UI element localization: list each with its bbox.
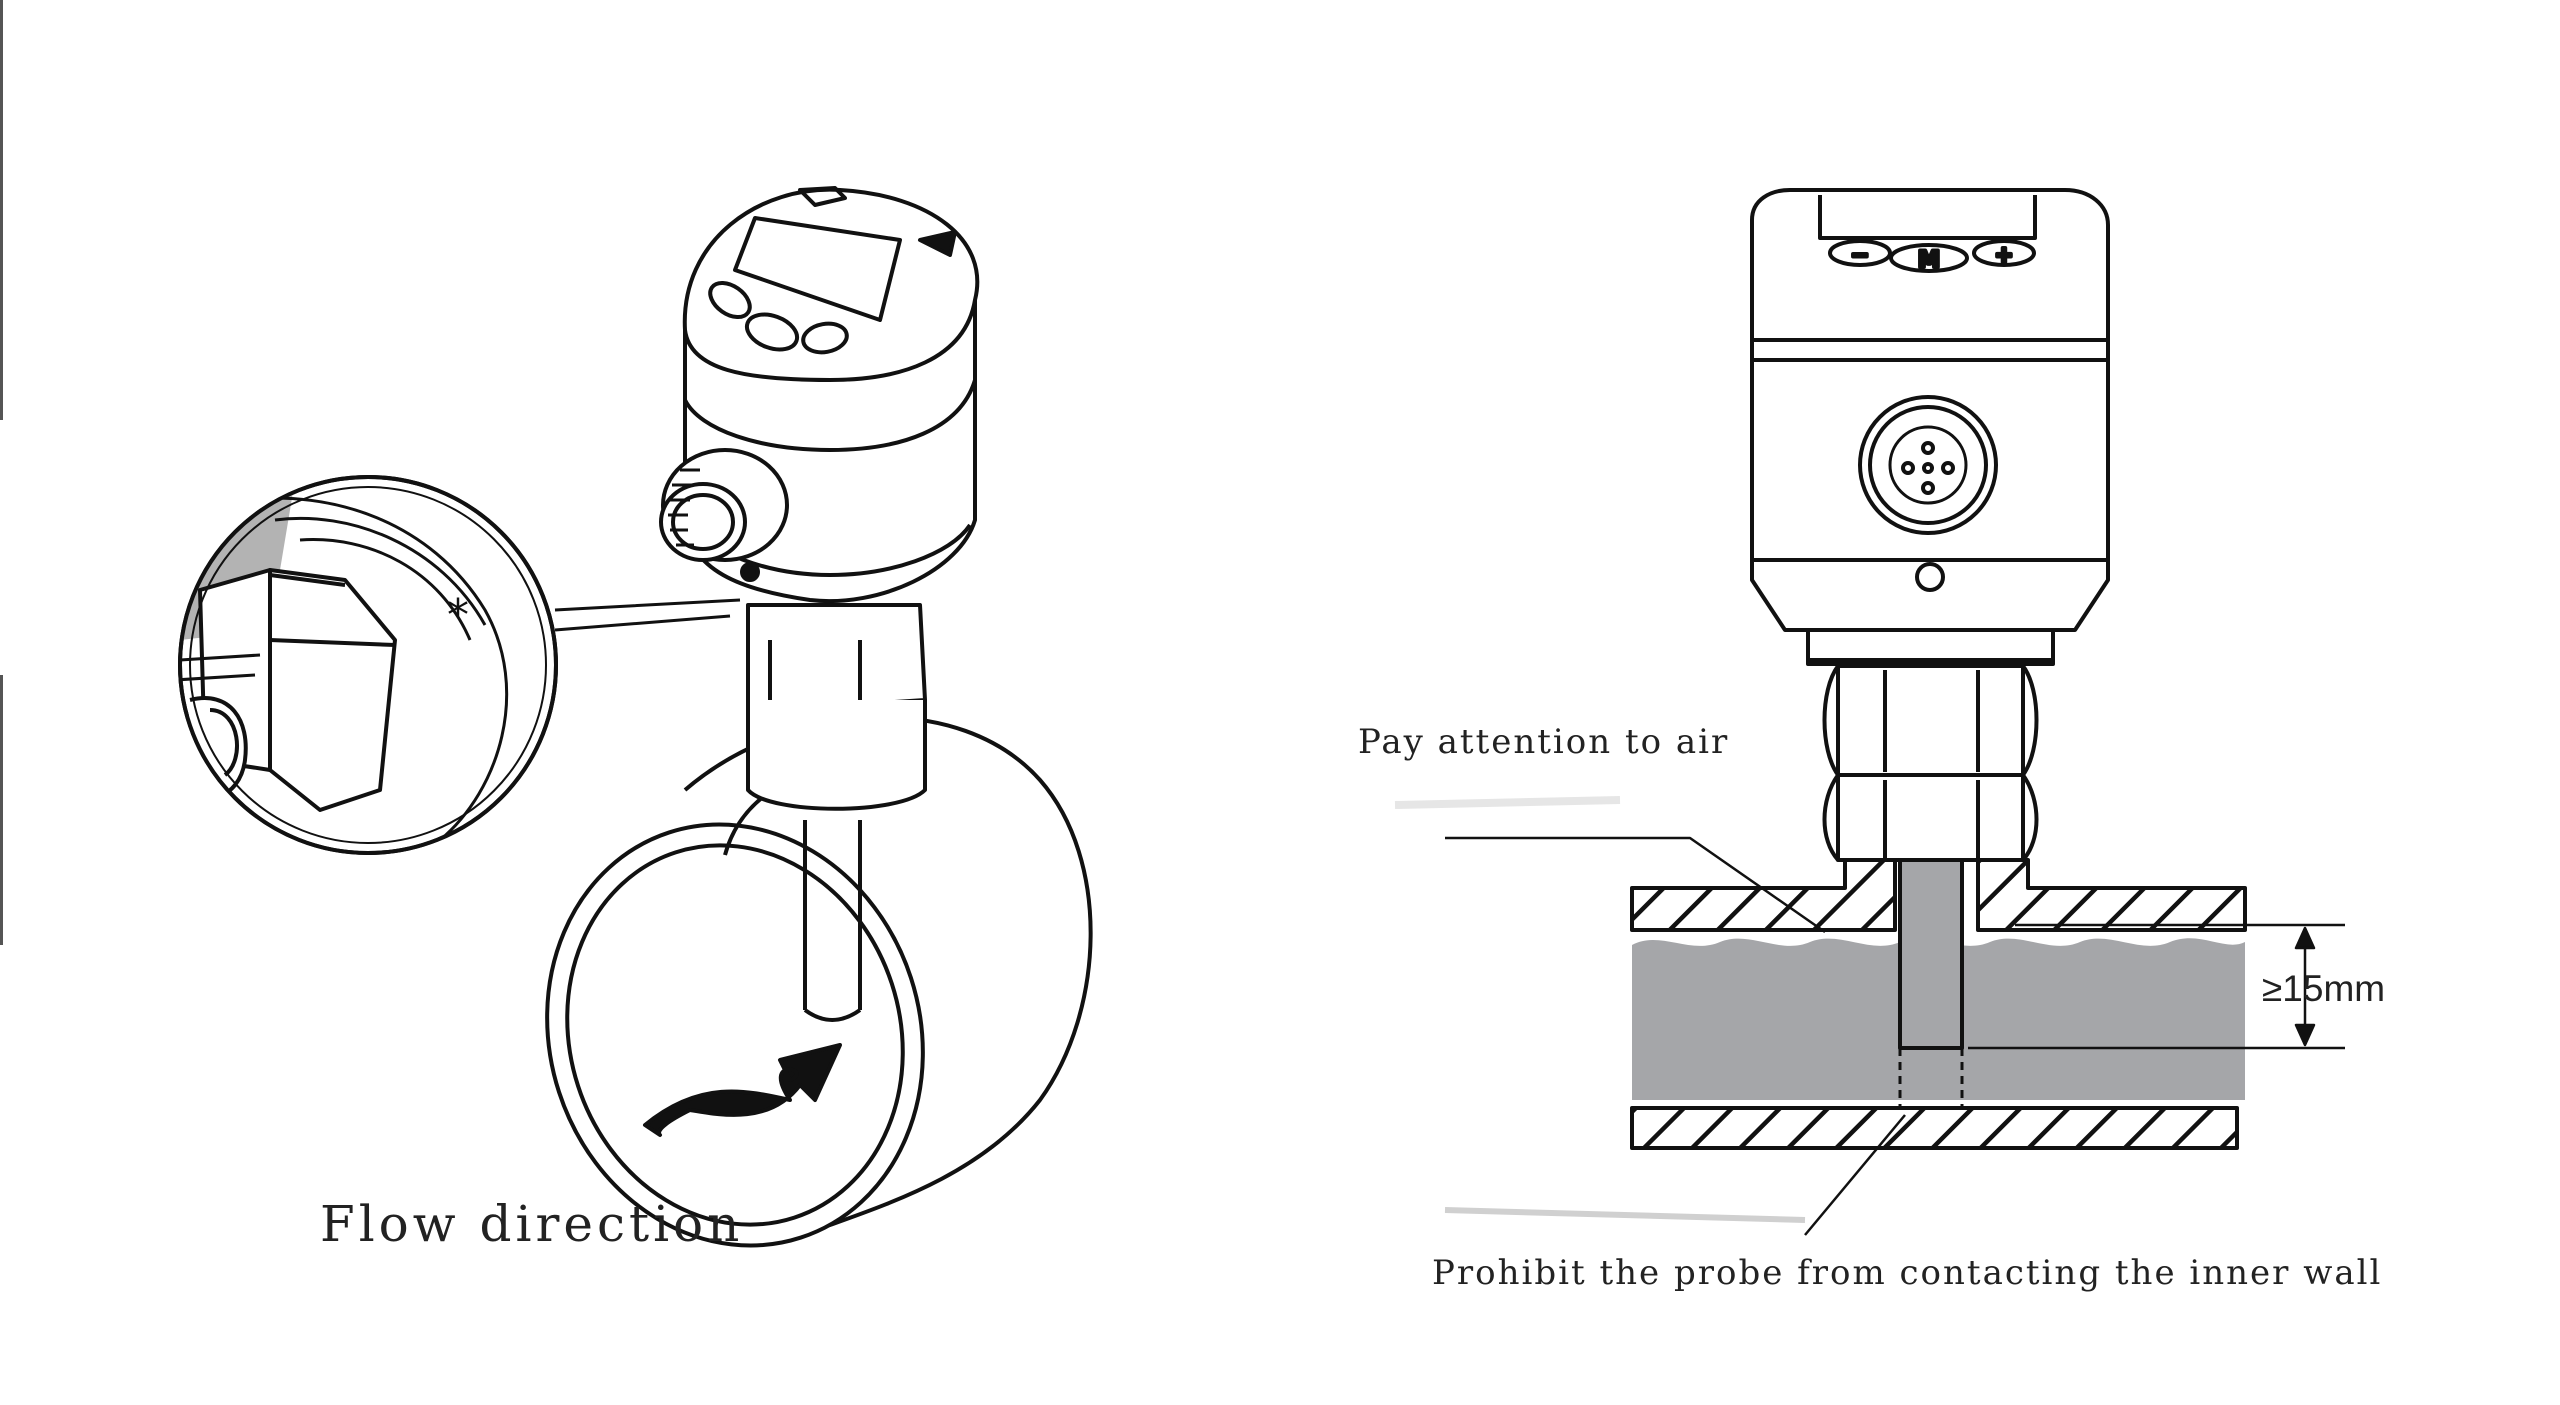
button-plus-glyph: + bbox=[1995, 243, 2013, 268]
section-view-figure: − M + bbox=[1394, 188, 2345, 1236]
pipe-wall-top bbox=[1630, 858, 2247, 932]
pipe-wall-bottom bbox=[1630, 1106, 2239, 1150]
flow-arrow bbox=[643, 1043, 842, 1137]
angled-sensor-figure bbox=[178, 186, 1093, 1248]
flow-direction-label: Flow direction bbox=[320, 1195, 744, 1253]
left-edge-marker-top bbox=[0, 0, 3, 420]
air-warning-label: Pay attention to air bbox=[1358, 722, 1730, 762]
fitting-nuts bbox=[1822, 664, 2039, 862]
button-minus-glyph: − bbox=[1851, 243, 1869, 268]
connector-m12 bbox=[659, 448, 789, 582]
detail-loupe bbox=[178, 475, 558, 855]
wall-contact-warning-label: Prohibit the probe from contacting the i… bbox=[1432, 1253, 2383, 1293]
air-leader-shadow bbox=[1394, 796, 1621, 809]
button-mode-glyph: M bbox=[1918, 248, 1940, 273]
pipe-section bbox=[545, 715, 1093, 1248]
loupe-leader bbox=[554, 598, 741, 632]
probe-rod bbox=[803, 820, 862, 1022]
sensor-housing bbox=[682, 186, 980, 603]
front-connector bbox=[1858, 395, 1998, 592]
sensor-buttons bbox=[708, 230, 957, 355]
wall-leader bbox=[1804, 1114, 1906, 1236]
process-connection bbox=[746, 603, 927, 811]
insertion-depth-label: ≥15mm bbox=[2262, 968, 2386, 1009]
insertion-dimension bbox=[1968, 923, 2345, 1050]
left-edge-marker-bottom bbox=[0, 675, 3, 945]
detail-asterisk: * bbox=[447, 590, 469, 641]
probe-front bbox=[1898, 858, 1964, 1108]
wall-leader-shadow bbox=[1444, 1207, 1806, 1223]
air-leader bbox=[1445, 836, 1826, 934]
front-buttons bbox=[1828, 239, 2036, 273]
